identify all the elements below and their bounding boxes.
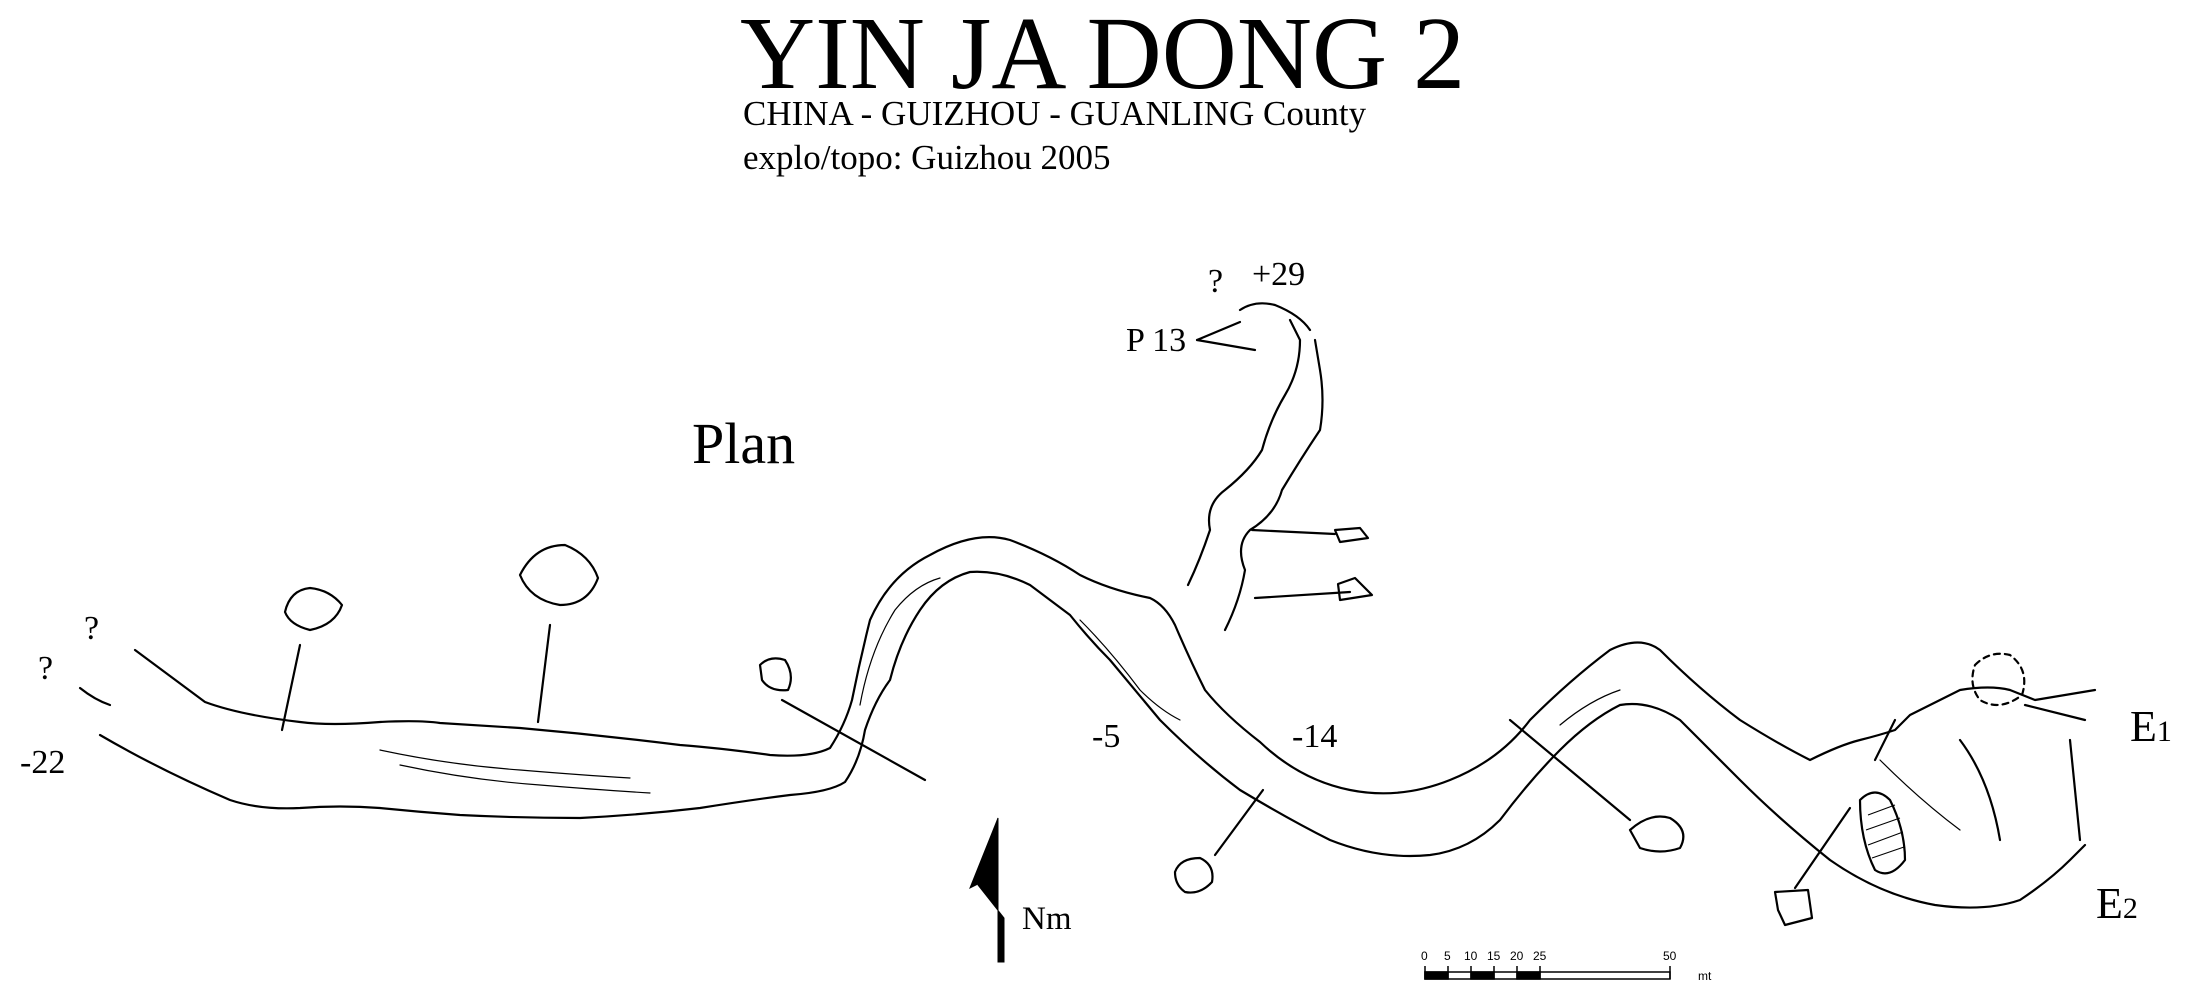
map-title: YIN JA DONG 2 <box>740 0 1466 111</box>
section-outline <box>1628 815 1685 853</box>
scale-tick: 0 <box>1421 949 1428 963</box>
scale-tick: 15 <box>1487 949 1501 963</box>
scale-tick: 25 <box>1533 949 1547 963</box>
boulder-hatched <box>1858 791 1907 875</box>
branch-north-wall-b <box>1223 338 1324 632</box>
question-mark: ? <box>1208 263 1224 300</box>
map-subtitle: CHINA - GUIZHOU - GUANLING County <box>743 94 1367 133</box>
scale-tick: 20 <box>1510 949 1524 963</box>
depth-label-top: +29 <box>1252 256 1306 293</box>
passage-wall-upper <box>133 536 2097 795</box>
north-arrow <box>969 817 1005 963</box>
section-outline <box>1971 652 2026 707</box>
scale-bar <box>1424 966 1671 980</box>
section-outline <box>283 586 344 632</box>
section-outline <box>1173 856 1214 894</box>
scale-unit: mt <box>1698 969 1712 983</box>
entrance-label-e2: E2 <box>2096 879 2138 928</box>
depth-label-west: -22 <box>20 744 66 781</box>
section-outline <box>1333 526 1370 544</box>
view-label: Plan <box>692 411 796 476</box>
passage-wall-lower <box>98 570 2087 909</box>
scale-tick: 10 <box>1464 949 1478 963</box>
section-outline <box>1773 888 1814 927</box>
scale-tick: 5 <box>1444 949 1451 963</box>
entrance-label-e1: E1 <box>2130 702 2172 751</box>
section-outline <box>758 657 792 692</box>
depth-label-mid-b: -14 <box>1292 718 1338 755</box>
branch-north-tip <box>1238 302 1312 332</box>
section-outline <box>1336 576 1374 602</box>
question-mark: ? <box>38 650 54 687</box>
section-outline <box>518 543 600 607</box>
pitch-label: P 13 <box>1126 322 1187 359</box>
branch-north-wall-a <box>1186 318 1302 587</box>
map-credits: explo/topo: Guizhou 2005 <box>743 138 1111 177</box>
question-mark: ? <box>84 610 100 647</box>
north-label: Nm <box>1022 901 1072 937</box>
depth-label-mid-a: -5 <box>1092 718 1121 755</box>
scale-tick: 50 <box>1663 949 1677 963</box>
